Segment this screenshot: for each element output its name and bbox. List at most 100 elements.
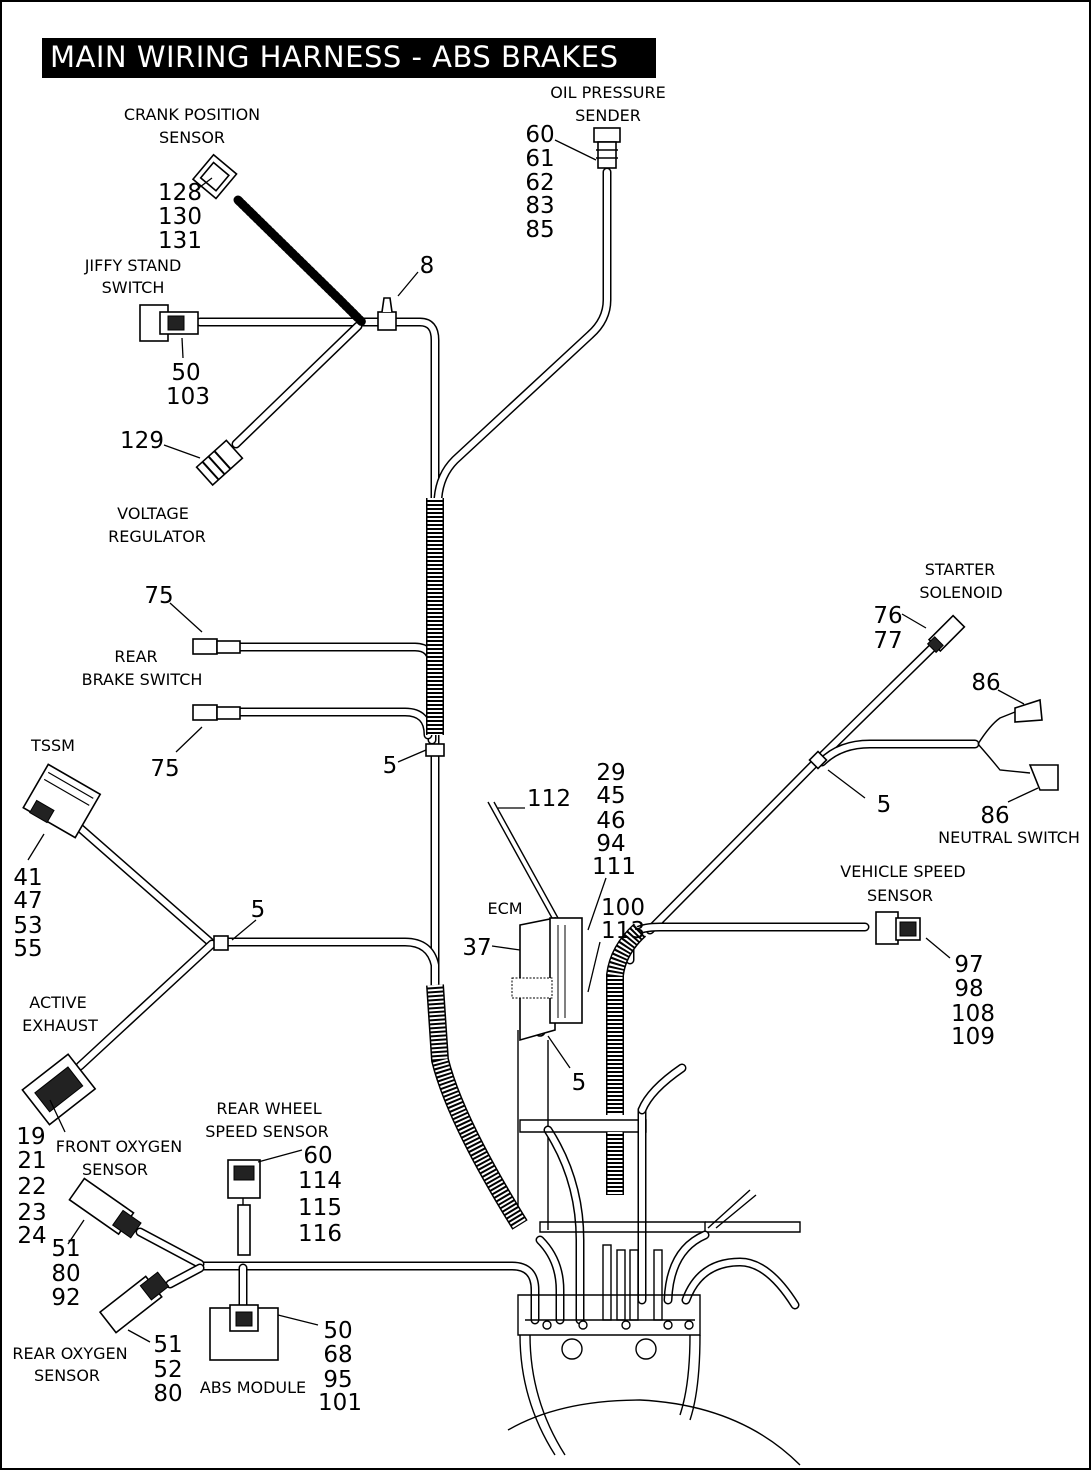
label-oil-pressure-sender-1: OIL PRESSURE xyxy=(550,83,665,102)
callout-front-oxygen-3: 92 xyxy=(51,1285,80,1311)
clips xyxy=(213,297,828,1330)
callout-rear-wheel-3: 115 xyxy=(298,1195,342,1221)
starter-solenoid-connector-icon xyxy=(926,614,966,654)
label-voltage-regulator-1: VOLTAGE xyxy=(117,504,189,523)
callout-oil-2: 61 xyxy=(525,146,554,172)
callout-rear-wheel-1: 60 xyxy=(303,1143,332,1169)
clip-brake-icon xyxy=(425,743,445,757)
callout-active-exhaust-1: 19 xyxy=(16,1124,45,1150)
label-abs-module: ABS MODULE xyxy=(200,1378,306,1397)
callout-vss-1: 97 xyxy=(954,952,983,978)
label-jiffy-stand-switch-2: SWITCH xyxy=(102,278,165,297)
callout-oil-4: 83 xyxy=(525,193,554,219)
callout-rear-oxygen-2: 52 xyxy=(153,1357,182,1383)
callout-clip-starter: 5 xyxy=(877,792,892,818)
label-active-exhaust-2: EXHAUST xyxy=(22,1016,98,1035)
callout-rear-oxygen-1: 51 xyxy=(153,1332,182,1358)
label-jiffy-stand-switch-1: JIFFY STAND xyxy=(84,256,182,275)
callout-oil-3: 62 xyxy=(525,170,554,196)
callout-crank-1: 128 xyxy=(158,180,202,206)
leader-lines xyxy=(27,139,1039,1343)
callout-starter-1: 76 xyxy=(873,603,902,629)
ecm-icon xyxy=(511,917,583,1042)
callout-clip-top: 8 xyxy=(420,253,435,279)
callout-tssm-2: 47 xyxy=(13,888,42,914)
callout-brake-lower: 75 xyxy=(150,756,179,782)
neutral-switch-terminal-lower-icon xyxy=(1028,764,1059,791)
clip-starter-icon xyxy=(808,750,828,770)
label-rear-oxygen-sensor-2: SENSOR xyxy=(34,1366,100,1385)
callout-active-exhaust-4: 23 xyxy=(17,1200,46,1226)
abs-module-icon xyxy=(209,1304,279,1361)
callout-ecm-item: 37 xyxy=(462,935,491,961)
callout-front-oxygen-2: 80 xyxy=(51,1261,80,1287)
rear-wheel-speed-sensor-connector-icon xyxy=(227,1159,261,1199)
label-rear-wheel-speed-sensor-2: SPEED SENSOR xyxy=(205,1122,329,1141)
callout-vss-2: 98 xyxy=(954,976,983,1002)
callout-jiffy-1: 50 xyxy=(171,360,200,386)
label-starter-solenoid-1: STARTER xyxy=(925,560,996,579)
callout-abs-1: 50 xyxy=(323,1318,352,1344)
callout-tssm-1: 41 xyxy=(13,865,42,891)
callout-voltage: 129 xyxy=(120,428,164,454)
callout-clip-tssm: 5 xyxy=(251,897,266,923)
label-vehicle-speed-sensor-1: VEHICLE SPEED xyxy=(840,862,965,881)
label-rear-brake-switch-2: BRAKE SWITCH xyxy=(82,670,203,689)
callout-ecm-group-5: 111 xyxy=(592,854,636,880)
callout-ecm-group-3: 46 xyxy=(596,808,625,834)
label-crank-position-sensor-1: CRANK POSITION xyxy=(124,105,260,124)
callout-abs-4: 101 xyxy=(318,1390,362,1416)
callout-ecm-group-4: 94 xyxy=(596,831,625,857)
callout-tssm-4: 55 xyxy=(13,936,42,962)
callout-rear-wheel-4: 116 xyxy=(298,1221,342,1247)
callout-crank-2: 130 xyxy=(158,204,202,230)
callout-clip-brake: 5 xyxy=(383,753,398,779)
label-rear-wheel-speed-sensor-1: REAR WHEEL xyxy=(216,1099,321,1118)
callout-ecm-group2-1: 100 xyxy=(601,895,645,921)
label-voltage-regulator-2: REGULATOR xyxy=(108,527,206,546)
label-tssm: TSSM xyxy=(30,736,75,755)
label-oil-pressure-sender-2: SENDER xyxy=(575,106,641,125)
callout-ecm-group2-2: 113 xyxy=(601,918,645,944)
label-rear-brake-switch-1: REAR xyxy=(114,647,157,666)
callout-numbers: 128 130 131 60 61 62 83 85 8 50 103 129 … xyxy=(13,122,1009,1416)
label-rear-oxygen-sensor-1: REAR OXYGEN xyxy=(12,1344,127,1363)
callout-front-oxygen-1: 51 xyxy=(51,1236,80,1262)
oil-pressure-connector-icon xyxy=(593,127,621,169)
front-oxygen-sensor-connector-icon xyxy=(68,1177,142,1239)
label-vehicle-speed-sensor-2: SENSOR xyxy=(867,886,933,905)
callout-clip-ecm: 5 xyxy=(572,1070,587,1096)
crank-sensor-connector-icon xyxy=(191,153,238,200)
callout-active-exhaust-5: 24 xyxy=(17,1223,46,1249)
clip-top-icon xyxy=(377,297,397,331)
callout-ecm-group-2: 45 xyxy=(596,783,625,809)
label-front-oxygen-sensor-1: FRONT OXYGEN xyxy=(56,1137,183,1156)
label-neutral-switch: NEUTRAL SWITCH xyxy=(938,828,1080,847)
callout-ecm-group-1: 29 xyxy=(596,760,625,786)
title-bar: MAIN WIRING HARNESS - ABS BRAKES xyxy=(42,38,656,78)
callout-ecm-strap: 112 xyxy=(527,786,571,812)
clip-tssm-icon xyxy=(213,935,229,951)
callout-crank-3: 131 xyxy=(158,228,202,254)
callout-brake-upper: 75 xyxy=(144,583,173,609)
callout-vss-4: 109 xyxy=(951,1024,995,1050)
label-starter-solenoid-2: SOLENOID xyxy=(919,583,1002,602)
tssm-connector-icon xyxy=(22,763,102,839)
page-title: MAIN WIRING HARNESS - ABS BRAKES xyxy=(50,40,619,74)
label-ecm: ECM xyxy=(487,899,522,918)
rear-brake-switch-upper-connector-icon xyxy=(192,638,241,655)
callout-rear-oxygen-3: 80 xyxy=(153,1381,182,1407)
callout-neutral-upper: 86 xyxy=(971,670,1000,696)
callout-oil-5: 85 xyxy=(525,217,554,243)
callout-active-exhaust-3: 22 xyxy=(17,1174,46,1200)
callout-jiffy-2: 103 xyxy=(166,384,210,410)
rear-oxygen-sensor-connector-icon xyxy=(98,1271,170,1334)
convoluted-tubing xyxy=(426,498,647,1230)
callout-rear-wheel-2: 114 xyxy=(298,1168,342,1194)
wire-layer xyxy=(75,167,1031,1466)
component-labels: CRANK POSITION SENSOR OIL PRESSURE SENDE… xyxy=(12,83,1079,1397)
active-exhaust-connector-icon xyxy=(21,1053,97,1126)
label-front-oxygen-sensor-2: SENSOR xyxy=(82,1160,148,1179)
